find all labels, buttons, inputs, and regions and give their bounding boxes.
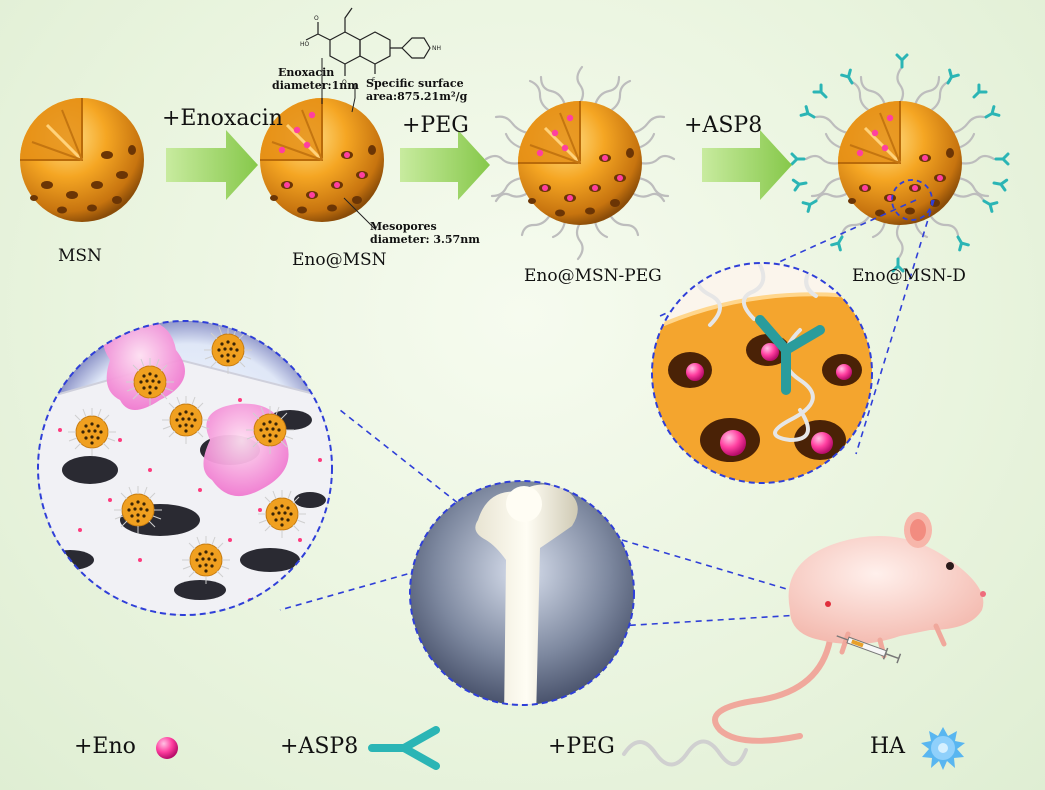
step-asp8-label: +ASP8 <box>684 113 763 138</box>
eno-msn-d-particle <box>790 53 1010 273</box>
mouse-illustration <box>712 512 986 744</box>
arrow-asp8 <box>702 130 792 200</box>
annotation-leaders <box>321 58 377 231</box>
eno-msn-label: Eno@MSN <box>292 250 387 270</box>
bone-surface-zoom-circle <box>37 320 333 616</box>
msn-particle <box>18 96 146 224</box>
step-peg-label: +PEG <box>402 113 469 138</box>
ha-legend-icon <box>921 727 965 770</box>
arrow-peg <box>400 130 490 200</box>
eno-legend-icon <box>156 737 178 759</box>
legend-asp8-label: +ASP8 <box>280 734 359 759</box>
svg-text:NH: NH <box>432 45 441 52</box>
enoxacin-diameter-annotation: Enoxacin diameter:1nm <box>272 66 359 92</box>
syringe-illustration <box>836 635 902 664</box>
step-enoxacin-label: +Enoxacin <box>162 106 283 131</box>
zoom-marker-np <box>891 179 933 221</box>
asp8-legend-icon <box>368 726 440 770</box>
enoxacin-diameter-line2: diameter:1nm <box>272 79 359 92</box>
mesopores-line2: diameter: 3.57nm <box>370 233 480 246</box>
svg-text:O: O <box>342 79 347 86</box>
svg-text:F: F <box>372 77 376 84</box>
enoxacin-structure <box>305 7 431 76</box>
surface-area-annotation: Specific surface area:875.21m²/g <box>366 77 467 103</box>
legend-ha-label: HA <box>870 734 906 759</box>
eno-msn-d-label: Eno@MSN-D <box>852 266 966 286</box>
surface-zoom-circle <box>651 262 873 484</box>
legend-peg-label: +PEG <box>548 734 615 759</box>
legend-eno-label: +Eno <box>74 734 136 759</box>
peg-legend-icon <box>622 739 748 767</box>
eno-msn-peg-label: Eno@MSN-PEG <box>524 266 662 286</box>
surface-area-line2: area:875.21m²/g <box>366 90 468 103</box>
msn-label: MSN <box>58 246 102 266</box>
mesopores-line1: Mesopores <box>370 220 437 233</box>
svg-text:O: O <box>314 15 319 22</box>
enoxacin-diameter-line1: Enoxacin <box>278 66 335 79</box>
mesopores-annotation: Mesopores diameter: 3.57nm <box>370 220 480 246</box>
svg-text:HO: HO <box>300 41 310 48</box>
arrow-enoxacin <box>166 130 258 200</box>
surface-area-line1: Specific surface <box>366 77 464 90</box>
femur-zoom-circle <box>409 480 635 706</box>
eno-msn-peg-particle <box>484 65 676 261</box>
